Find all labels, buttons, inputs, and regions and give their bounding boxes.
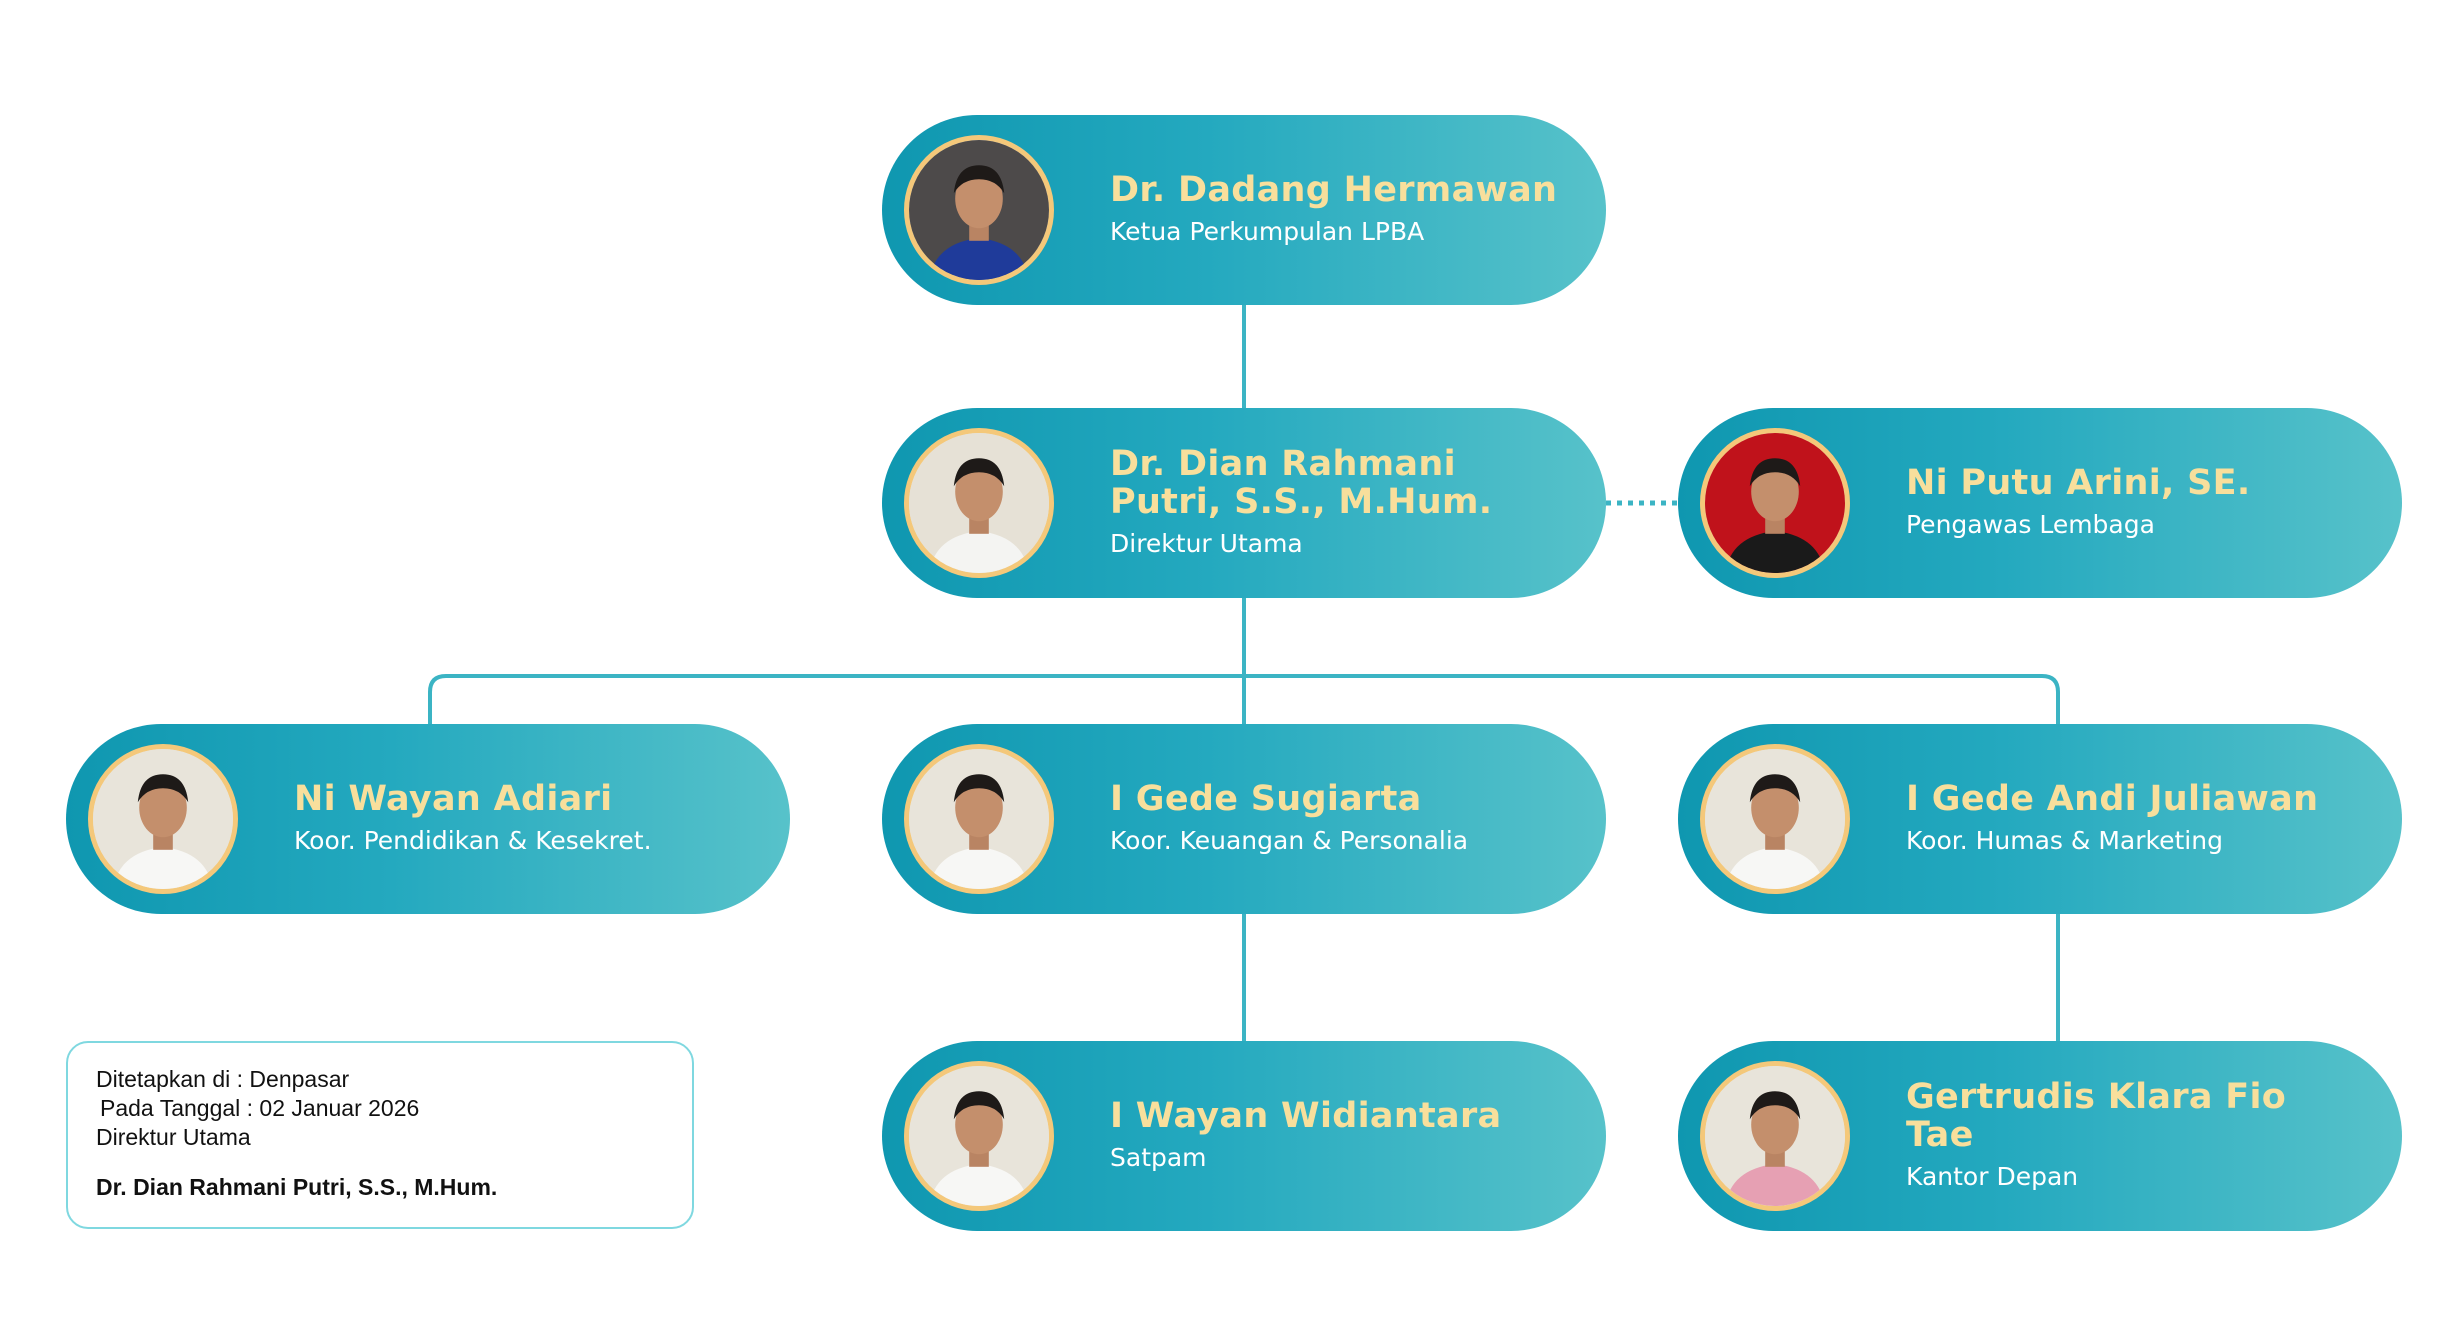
member-card-direktur: Dr. Dian Rahmani Putri, S.S., M.Hum. Dire… — [882, 408, 1606, 598]
member-name: Ni Putu Arini, SE. — [1906, 463, 2251, 503]
member-name: I Gede Sugiarta — [1110, 779, 1422, 819]
note-signatory: Dr. Dian Rahmani Putri, S.S., M.Hum. — [96, 1174, 498, 1200]
connector-horizontal-branch — [428, 674, 2060, 724]
member-role: Koor. Keuangan & Personalia — [1110, 826, 1469, 855]
member-role: Pengawas Lembaga — [1906, 510, 2155, 539]
member-role: Koor. Humas & Marketing — [1906, 826, 2223, 855]
member-name: I Wayan Widiantara — [1110, 1096, 1502, 1136]
member-role: Direktur Utama — [1110, 529, 1303, 558]
member-role: Kantor Depan — [1906, 1162, 2079, 1191]
member-role: Koor. Pendidikan & Kesekret. — [294, 826, 652, 855]
person-photo-icon — [88, 744, 238, 894]
person-photo-icon — [904, 744, 1054, 894]
note-date: Pada Tanggal : 02 Januar 2026 — [100, 1095, 420, 1121]
member-text: Ni Putu Arini, SE. Pengawas Lembaga — [1906, 408, 2362, 598]
person-photo-icon — [1700, 744, 1850, 894]
person-photo-icon — [1700, 428, 1850, 578]
decree-note: Ditetapkan di : Denpasar Pada Tanggal : … — [66, 1041, 694, 1229]
note-place: Ditetapkan di : Denpasar — [96, 1066, 350, 1092]
person-photo-icon — [904, 428, 1054, 578]
member-role: Ketua Perkumpulan LPBA — [1110, 217, 1425, 246]
member-name: Dr. Dadang Hermawan — [1110, 170, 1558, 210]
note-position: Direktur Utama — [96, 1124, 251, 1150]
member-name: I Gede Andi Juliawan — [1906, 779, 2319, 819]
member-role: Satpam — [1110, 1143, 1207, 1172]
person-photo-icon — [904, 135, 1054, 285]
person-photo-icon — [904, 1061, 1054, 1211]
member-text: Dr. Dian Rahmani Putri, S.S., M.Hum. Dire… — [1110, 408, 1566, 598]
member-card-pengawas: Ni Putu Arini, SE. Pengawas Lembaga — [1678, 408, 2402, 598]
member-name: Ni Wayan Adiari — [294, 779, 613, 819]
member-name: Dr. Dian Rahmani Putri, S.S., M.Hum. — [1110, 444, 1493, 522]
member-name: Gertrudis Klara Fio Tae — [1906, 1077, 2287, 1155]
person-photo-icon — [1700, 1061, 1850, 1211]
